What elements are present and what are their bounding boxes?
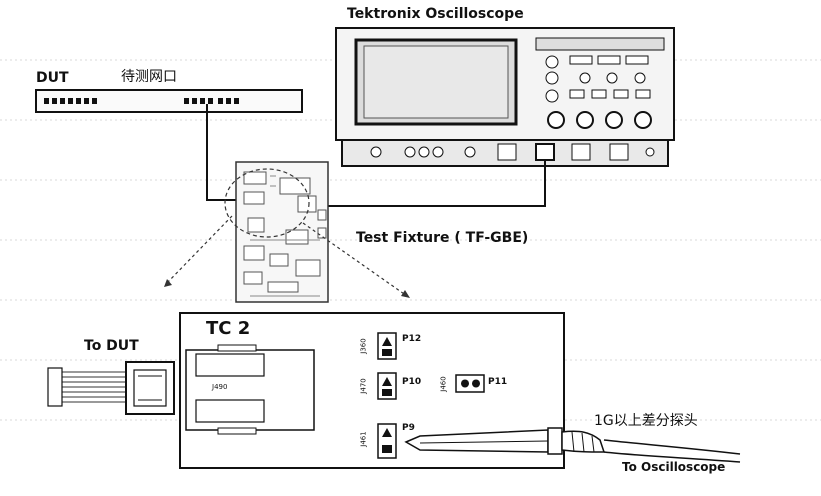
jumper-j470	[377, 372, 397, 400]
connector-label: J490	[212, 383, 228, 391]
jumper-pin-p11: P11	[488, 377, 508, 387]
differential-probe	[404, 427, 741, 463]
dut-device	[35, 89, 303, 113]
oscilloscope-controls	[535, 37, 665, 129]
to-dut-label: To DUT	[84, 338, 139, 354]
oscilloscope-probe-input	[535, 143, 555, 161]
fixture-to-scope-cable	[300, 160, 546, 207]
jumper-pin-p12: P12	[402, 334, 422, 344]
jumper-j460	[455, 374, 485, 393]
dut-port-label: 待测网口	[121, 69, 177, 85]
jumper-ref-j470: J470	[359, 378, 368, 394]
oscilloscope	[335, 27, 675, 167]
test-fixture-title: Test Fixture ( TF-GBE)	[356, 230, 529, 246]
dut-to-fixture-cable	[206, 104, 238, 201]
jumper-ref-j360: J360	[359, 338, 368, 354]
jumper-pin-p10: P10	[402, 377, 422, 387]
oscilloscope-title: Tektronix Oscilloscope	[347, 6, 524, 22]
to-oscilloscope-label: To Oscilloscope	[622, 460, 726, 474]
ribbon-cable	[47, 361, 175, 415]
jumper-j461	[377, 423, 397, 459]
jumper-ref-j460: J460	[439, 376, 448, 392]
zoom-arrowheads	[164, 279, 410, 298]
board-label: TC 2	[206, 318, 251, 339]
jumper-ref-j461: J461	[359, 431, 368, 447]
dut-port-group-left	[44, 98, 97, 104]
dut-label: DUT	[36, 70, 69, 86]
cables	[206, 104, 546, 207]
test-fixture-board	[224, 161, 329, 303]
zoom-circle	[224, 168, 310, 238]
dut-port-group-right	[184, 98, 239, 104]
jumper-j360	[377, 332, 397, 360]
zoom-arrows	[165, 215, 408, 297]
jumper-pin-p9: P9	[402, 423, 415, 433]
probe-label: 1G以上差分探头	[594, 413, 698, 429]
